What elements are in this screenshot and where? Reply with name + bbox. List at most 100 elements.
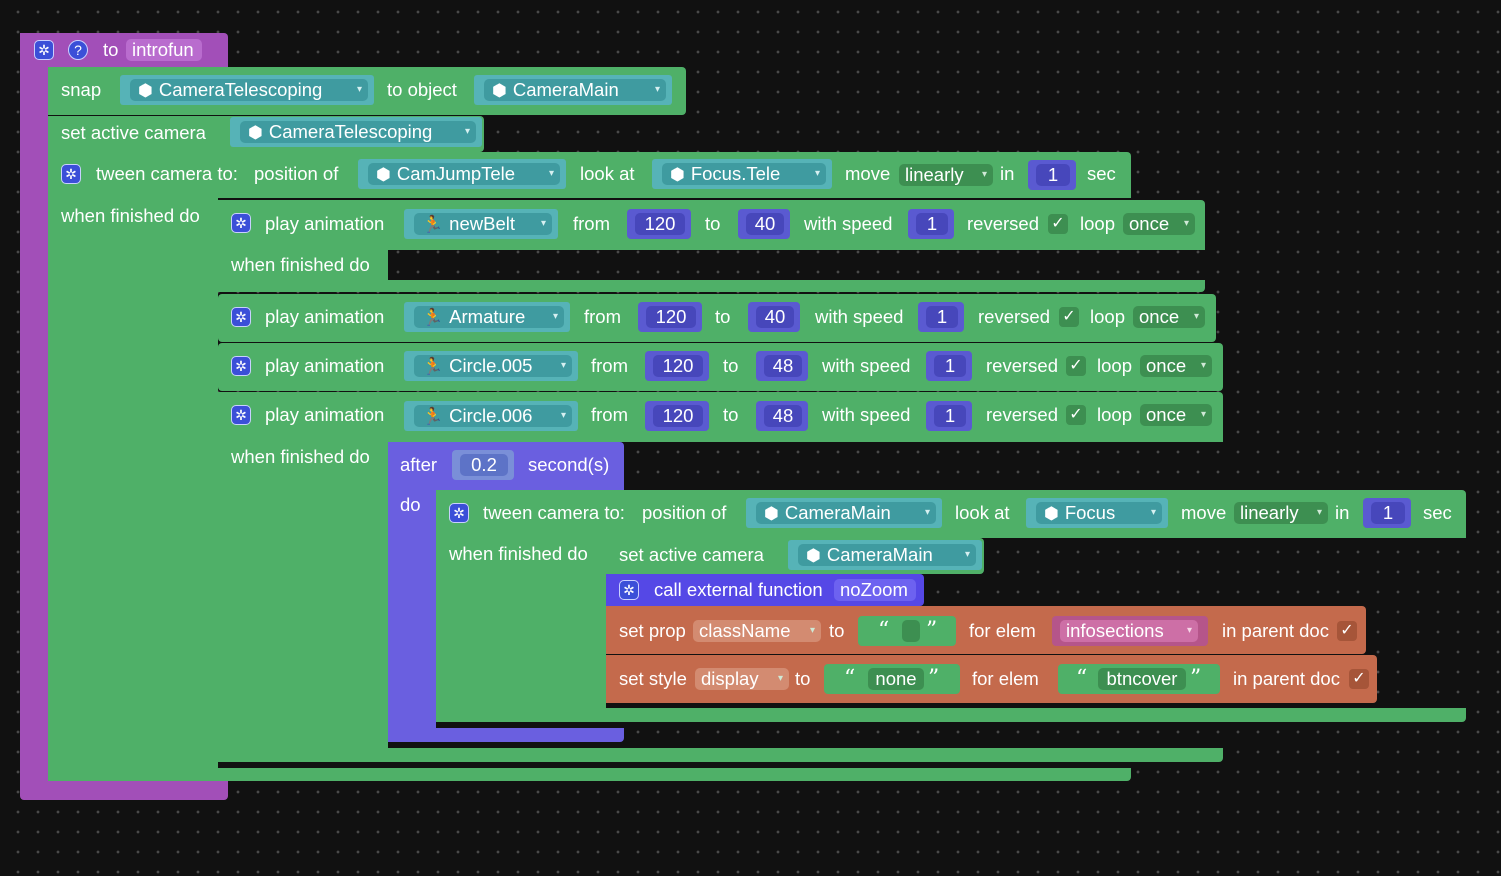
anim-target-dropdown[interactable]: 🏃Armature▾: [414, 306, 564, 328]
anim-loop-dropdown[interactable]: once▾: [1123, 213, 1195, 235]
set-style-elem-block[interactable]: “ btncover ”: [1058, 664, 1220, 694]
anim-reversed-checkbox[interactable]: ✓: [1059, 307, 1079, 327]
tween-position-block[interactable]: ⬢CameraMain▾: [746, 498, 942, 528]
set-active-camera-dropdown[interactable]: ⬢CameraMain▾: [798, 544, 976, 566]
anim-from-block[interactable]: 120: [627, 209, 691, 239]
gear-icon[interactable]: ✲: [231, 356, 251, 376]
tween-look-at-dropdown[interactable]: ⬢Focus.Tele▾: [662, 163, 826, 185]
anim-speed-block[interactable]: 1: [918, 302, 964, 332]
anim-to-field[interactable]: 48: [764, 405, 802, 427]
set-prop-property-dropdown[interactable]: className▾: [693, 620, 821, 642]
open-quote-icon: “: [1076, 666, 1088, 691]
anim-to-field[interactable]: 40: [756, 306, 794, 328]
anim-target-value: newBelt: [449, 213, 515, 234]
tween-look-at-dropdown[interactable]: ⬢Focus▾: [1036, 502, 1162, 524]
tween-duration-field[interactable]: 1: [1036, 164, 1070, 186]
set-active-camera-object-block[interactable]: ⬢CameraMain▾: [788, 540, 982, 570]
anim-target-block[interactable]: 🏃newBelt▾: [404, 209, 558, 239]
tween-easing-dropdown[interactable]: linearly▾: [899, 164, 993, 186]
after-delay-field[interactable]: 0.2: [460, 454, 508, 476]
play-animation-block[interactable]: [218, 343, 1223, 391]
anim-from-field[interactable]: 120: [653, 355, 703, 377]
set-style-parent-checkbox[interactable]: ✓: [1349, 669, 1369, 689]
anim-speed-block[interactable]: 1: [926, 351, 972, 381]
gear-icon[interactable]: ✲: [61, 164, 81, 184]
set-style-elem-field[interactable]: btncover: [1098, 668, 1186, 690]
anim-from-field[interactable]: 120: [635, 213, 685, 235]
tween-duration-field[interactable]: 1: [1371, 502, 1405, 524]
gear-icon[interactable]: ✲: [231, 307, 251, 327]
snap-object-block[interactable]: ⬢CameraTelescoping▾: [120, 75, 374, 105]
set-prop-elem-block[interactable]: infosections▾: [1052, 616, 1208, 646]
tween-look-at-block[interactable]: ⬢Focus▾: [1026, 498, 1168, 528]
anim-speed-block[interactable]: 1: [926, 401, 972, 431]
tween-label: tween camera to:: [96, 163, 238, 184]
anim-loop-label: loop: [1090, 306, 1125, 327]
set-active-camera-dropdown[interactable]: ⬢CameraTelescoping▾: [240, 121, 476, 143]
tween-easing-dropdown[interactable]: linearly▾: [1234, 502, 1328, 524]
tween-look-at-block[interactable]: ⬢Focus.Tele▾: [652, 159, 832, 189]
anim-to-block[interactable]: 40: [748, 302, 800, 332]
anim-speed-field[interactable]: 1: [934, 355, 966, 377]
set-style-property-dropdown[interactable]: display▾: [695, 668, 789, 690]
tween-duration-block[interactable]: 1: [1028, 160, 1076, 190]
set-prop-elem-dropdown[interactable]: infosections▾: [1060, 620, 1198, 642]
anim-speed-field[interactable]: 1: [916, 213, 948, 235]
anim-speed-field[interactable]: 1: [934, 405, 966, 427]
anim-target-block[interactable]: 🏃Armature▾: [404, 302, 570, 332]
anim-speed-field[interactable]: 1: [926, 306, 958, 328]
tween-position-block[interactable]: ⬢CamJumpTele▾: [358, 159, 566, 189]
snap-object-dropdown[interactable]: ⬢CameraTelescoping▾: [130, 79, 368, 101]
play-animation-block[interactable]: [218, 294, 1216, 342]
gear-icon[interactable]: ✲: [231, 405, 251, 425]
anim-from-block[interactable]: 120: [645, 351, 709, 381]
anim-loop-dropdown[interactable]: once▾: [1140, 404, 1212, 426]
tween-position-dropdown[interactable]: ⬢CamJumpTele▾: [368, 163, 560, 185]
after-delay-value-block[interactable]: 0.2: [452, 450, 514, 480]
gear-icon[interactable]: ✲: [619, 580, 639, 600]
anim-target-dropdown[interactable]: 🏃Circle.006▾: [414, 405, 572, 427]
help-icon[interactable]: ?: [68, 40, 88, 60]
set-prop-parent-checkbox[interactable]: ✓: [1337, 621, 1357, 641]
anim-target-dropdown[interactable]: 🏃newBelt▾: [414, 213, 552, 235]
after-delay-body: [388, 442, 436, 742]
anim-from-field[interactable]: 120: [653, 405, 703, 427]
anim-to-block[interactable]: 48: [756, 351, 808, 381]
anim-when-finished-label: when finished do: [231, 446, 370, 467]
gear-icon[interactable]: ✲: [231, 213, 251, 233]
anim-to-block[interactable]: 48: [756, 401, 808, 431]
gear-icon[interactable]: ✲: [34, 40, 54, 60]
anim-reversed-checkbox[interactable]: ✓: [1048, 214, 1068, 234]
tween-position-dropdown[interactable]: ⬢CameraMain▾: [756, 502, 936, 524]
tween-duration-block[interactable]: 1: [1363, 498, 1411, 528]
set-active-camera-label: set active camera: [61, 122, 206, 143]
anim-from-block[interactable]: 120: [645, 401, 709, 431]
anim-target-block[interactable]: 🏃Circle.006▾: [404, 401, 578, 431]
play-animation-footer: [218, 280, 1205, 292]
set-prop-string-field[interactable]: [902, 620, 920, 642]
anim-reversed-checkbox[interactable]: ✓: [1066, 405, 1086, 425]
set-prop-string-block[interactable]: “ ”: [858, 616, 956, 646]
anim-from-field[interactable]: 120: [646, 306, 696, 328]
function-name-field[interactable]: introfun: [126, 39, 202, 61]
anim-loop-label: loop: [1097, 404, 1132, 425]
gear-icon[interactable]: ✲: [449, 503, 469, 523]
anim-to-block[interactable]: 40: [738, 209, 790, 239]
anim-from-block[interactable]: 120: [638, 302, 702, 332]
snap-target-dropdown[interactable]: ⬢CameraMain▾: [484, 79, 666, 101]
anim-to-field[interactable]: 48: [764, 355, 802, 377]
set-style-string-block[interactable]: “ none ”: [824, 664, 960, 694]
anim-reversed-checkbox[interactable]: ✓: [1066, 356, 1086, 376]
anim-loop-dropdown[interactable]: once▾: [1140, 355, 1212, 377]
anim-to-field[interactable]: 40: [746, 213, 784, 235]
after-unit-label: second(s): [528, 454, 610, 475]
anim-target-block[interactable]: 🏃Circle.005▾: [404, 351, 578, 381]
snap-target-block[interactable]: ⬢CameraMain▾: [474, 75, 672, 105]
set-active-camera-object-block[interactable]: ⬢CameraTelescoping▾: [230, 117, 482, 147]
call-external-name-field[interactable]: noZoom: [834, 579, 916, 601]
anim-speed-block[interactable]: 1: [908, 209, 954, 239]
anim-target-dropdown[interactable]: 🏃Circle.005▾: [414, 355, 572, 377]
set-style-string-field[interactable]: none: [868, 668, 924, 690]
anim-loop-value: once: [1139, 306, 1180, 327]
anim-loop-dropdown[interactable]: once▾: [1133, 306, 1205, 328]
